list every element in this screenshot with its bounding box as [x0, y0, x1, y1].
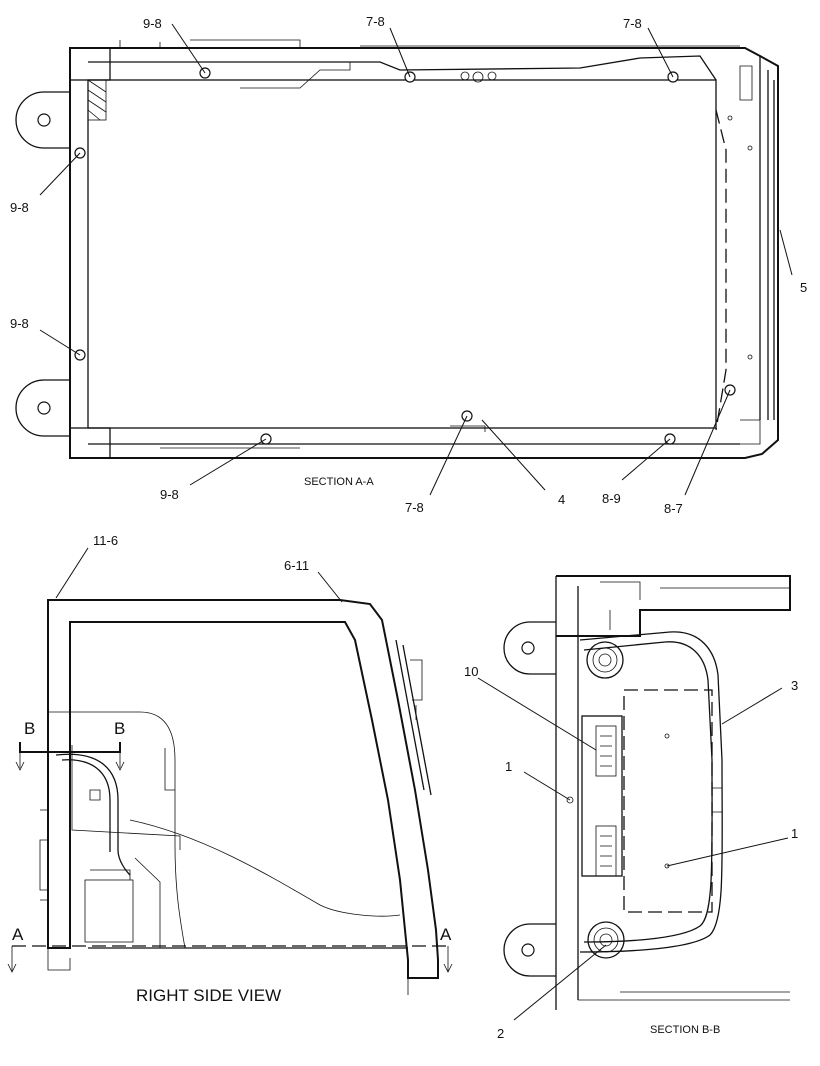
callout-b-2: 2 [497, 1026, 504, 1041]
callout-a-top-left: 9-8 [143, 16, 162, 31]
callout-a-bottom-left: 9-8 [160, 487, 179, 502]
callout-a-bottom-8-9: 8-9 [602, 491, 621, 506]
callout-a-left-upper: 9-8 [10, 200, 29, 215]
section-marker-b-left: B [24, 719, 35, 738]
callout-a-top-right: 7-8 [623, 16, 642, 31]
callout-a-bottom-4: 4 [558, 492, 565, 507]
callout-b-10: 10 [464, 664, 478, 679]
section-marker-b-right: B [114, 719, 125, 738]
section-a-a-caption: SECTION A-A [304, 476, 374, 488]
section-b-b-view: 10 1 3 1 2 SECTION B-B [464, 575, 798, 1041]
section-marker-a-left: A [12, 925, 24, 944]
callout-b-3: 3 [791, 678, 798, 693]
right-side-view: 11-6 6-11 B B A A RIGHT SIDE VIEW [7, 533, 453, 1005]
callout-a-top-mid: 7-8 [366, 14, 385, 29]
callout-a-right: 5 [800, 280, 807, 295]
callout-b-1-right: 1 [791, 826, 798, 841]
callout-a-left-lower: 9-8 [10, 316, 29, 331]
section-marker-a-right: A [440, 925, 452, 944]
callout-a-bottom-8-7: 8-7 [664, 501, 683, 516]
callout-s-top-left: 11-6 [93, 533, 118, 548]
callout-a-bottom-mid: 7-8 [405, 500, 424, 515]
section-b-b-caption: SECTION B-B [650, 1024, 720, 1036]
right-side-view-caption: RIGHT SIDE VIEW [136, 986, 281, 1005]
section-a-a-view: 9-8 7-8 7-8 9-8 9-8 5 9-8 7-8 4 8-9 8-7 … [10, 14, 807, 516]
callout-s-top-right: 6-11 [284, 558, 309, 573]
callout-b-1-left: 1 [505, 759, 512, 774]
